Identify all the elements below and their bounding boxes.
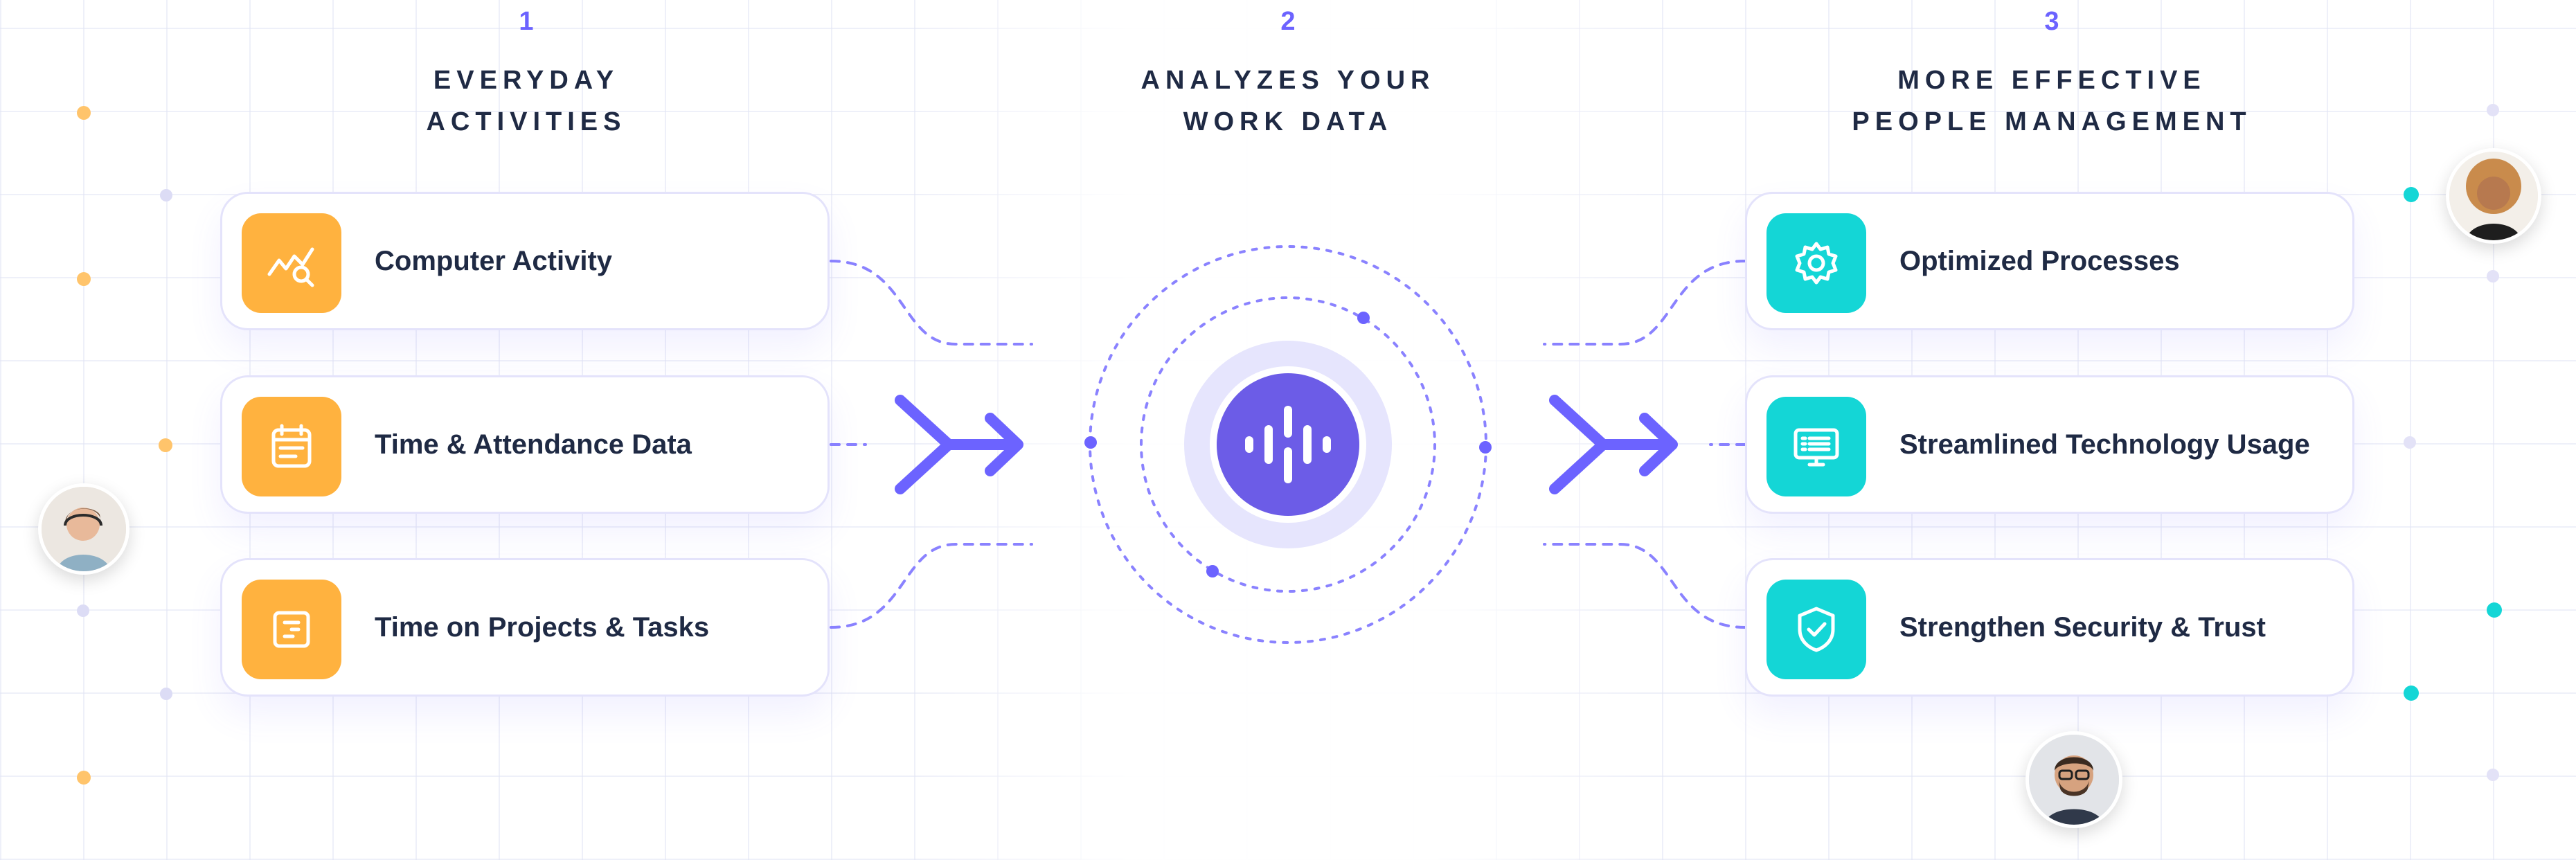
grid-dot [2487, 270, 2499, 283]
merge-arrow-right [1549, 395, 1678, 494]
output-card-optimized-processes: Optimized Processes [1745, 192, 2354, 330]
grid-dot [77, 604, 89, 617]
output-card-streamlined-technology: Streamlined Technology Usage [1745, 375, 2354, 514]
step-2-title: ANALYZES YOUR WORK DATA [1046, 60, 1530, 143]
connector-right-1 [1543, 260, 1746, 346]
step-1-title-line2: ACTIVITIES [426, 107, 627, 136]
output-card-label: Streamlined Technology Usage [1899, 429, 2310, 460]
orbit-dot [1479, 441, 1492, 454]
input-card-label: Time on Projects & Tasks [375, 611, 710, 643]
output-card-security-trust: Strengthen Security & Trust [1745, 558, 2354, 697]
connector-left-3 [830, 543, 1033, 629]
step-1-title: EVERYDAY ACTIVITIES [284, 60, 769, 143]
orbit-inner [1140, 296, 1436, 593]
input-card-label: Time & Attendance Data [375, 429, 692, 460]
grid-dot [160, 688, 172, 700]
connector-right-3 [1543, 543, 1746, 629]
step-2-number: 2 [1280, 7, 1296, 36]
grid-dot [2404, 686, 2419, 701]
grid-dot [159, 438, 172, 452]
step-1-number: 1 [519, 7, 534, 36]
connector-left-1 [830, 260, 1033, 346]
grid-dot [2404, 187, 2419, 202]
grid-dot [2487, 769, 2499, 781]
gear-icon [1766, 213, 1866, 313]
hub-core [1210, 366, 1366, 523]
input-card-time-attendance: Time & Attendance Data [220, 375, 830, 514]
merge-arrow-left [895, 395, 1023, 494]
step-1-title-line1: EVERYDAY [433, 66, 620, 95]
step-3-title-line1: MORE EFFECTIVE [1897, 66, 2206, 95]
grid-dot [160, 189, 172, 201]
step-3-title-line2: PEOPLE MANAGEMENT [1852, 107, 2252, 136]
shield-check-icon [1766, 580, 1866, 679]
step-2-title-line2: WORK DATA [1183, 107, 1393, 136]
step-3-title: MORE EFFECTIVE PEOPLE MANAGEMENT [1809, 60, 2294, 143]
grid-dot [77, 106, 91, 120]
input-card-label: Computer Activity [375, 245, 613, 276]
orbit-dot [1206, 565, 1219, 577]
output-card-label: Optimized Processes [1899, 245, 2180, 276]
monitor-icon [1766, 397, 1866, 496]
input-card-computer-activity: Computer Activity [220, 192, 830, 330]
grid-dot [2487, 104, 2499, 116]
orbit-dot [1357, 312, 1370, 324]
calendar-icon [242, 397, 341, 496]
avatar-man-glasses [2025, 731, 2122, 828]
step-2-title-line1: ANALYZES YOUR [1141, 66, 1435, 95]
input-card-projects-tasks: Time on Projects & Tasks [220, 558, 830, 697]
avatar-woman-curly-hair [2446, 148, 2541, 244]
step-3-number: 3 [2044, 7, 2059, 36]
avatar-woman-headset [38, 483, 129, 575]
activity-search-icon [242, 213, 341, 313]
task-list-icon [242, 580, 341, 679]
orbit-dot [1084, 436, 1097, 449]
audio-wave-icon [1245, 406, 1331, 483]
grid-dot [77, 771, 91, 785]
grid-dot [2404, 436, 2416, 449]
grid-dot [77, 272, 91, 286]
grid-dot [2487, 602, 2502, 618]
output-card-label: Strengthen Security & Trust [1899, 611, 2266, 643]
